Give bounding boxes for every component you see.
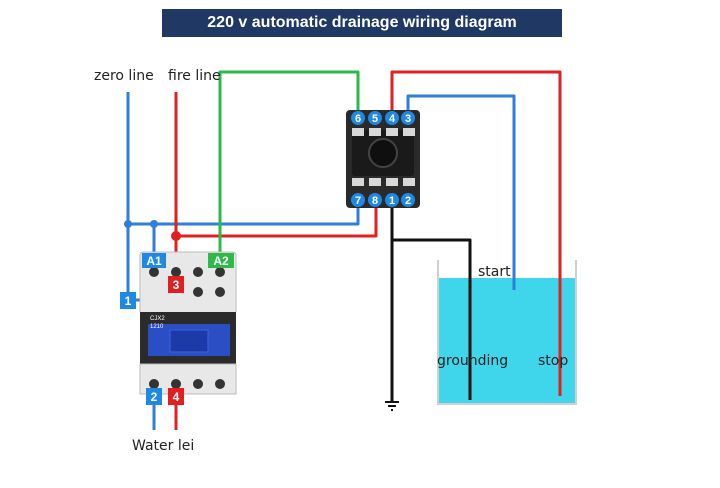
pin-label: 2 [405, 195, 411, 207]
water-fill [438, 278, 576, 404]
terminal-1-badge [120, 292, 136, 309]
terminal-1-label: 1 [125, 294, 132, 308]
start-label: start [478, 264, 511, 280]
contactor-model: CJX2 [150, 316, 165, 322]
terminal-3-label: 3 [173, 278, 180, 292]
pin-label: 3 [405, 113, 411, 125]
water-lei-label: Water lei [132, 438, 194, 454]
start-probe-wire [406, 94, 516, 290]
level-relay: 6 5 4 3 7 8 1 2 [346, 110, 420, 208]
junction-dot [150, 220, 158, 228]
junction-dot [124, 220, 132, 228]
coil-a1-label: A1 [146, 254, 162, 268]
pin-label: 1 [389, 195, 395, 207]
stop-label: stop [538, 353, 568, 369]
pin-label: 8 [372, 195, 378, 207]
pin-label: 6 [355, 113, 361, 125]
contactor: CJX2 1210 A1 A2 3 1 2 4 [120, 251, 237, 405]
terminal-2-label: 2 [151, 390, 158, 404]
grounding-label: grounding [437, 353, 508, 369]
relay-pin-top: 6 5 4 3 [351, 111, 415, 125]
coil-a2-label: A2 [213, 254, 229, 268]
grounding-probe-wire [390, 200, 472, 400]
terminal-4-label: 4 [173, 390, 180, 404]
relay-socket [368, 138, 398, 168]
tank-outline [437, 260, 577, 405]
terminal-3-badge [168, 276, 184, 293]
pin-label: 5 [372, 113, 378, 125]
fire-line-label: fire line [168, 68, 221, 84]
terminal-4-badge [168, 388, 184, 405]
coil-a2-badge [208, 253, 234, 268]
a2-to-pin6-wire [218, 70, 360, 254]
pin-label: 4 [389, 113, 396, 125]
diagram-title: 220 v automatic drainage wiring diagram [162, 9, 562, 37]
contactor-rating: 1210 [150, 324, 164, 330]
junction-dot [171, 231, 181, 241]
neutral-to-pin7-wire [154, 200, 360, 226]
stop-probe-wire [390, 70, 562, 396]
terminal-2-badge [146, 388, 162, 405]
pin-label: 7 [355, 195, 361, 207]
ground-icon [385, 401, 399, 411]
live-to-pin8-wire [176, 200, 378, 238]
zero-line-label: zero line [94, 68, 154, 84]
water-tank [437, 260, 577, 405]
relay-pin-bottom: 7 8 1 2 [351, 193, 415, 207]
coil-a1-badge [142, 253, 166, 268]
